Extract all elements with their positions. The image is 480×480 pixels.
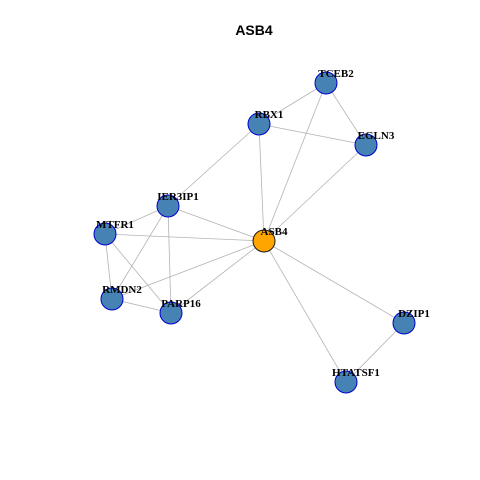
node-asb4[interactable]: ASB4 xyxy=(252,226,288,253)
node-label: ASB4 xyxy=(261,226,288,238)
node-circle xyxy=(156,194,180,218)
node-label: DZIP1 xyxy=(398,308,430,320)
node-dzip1[interactable]: DZIP1 xyxy=(392,308,430,335)
node-egln3[interactable]: EGLN3 xyxy=(354,130,395,157)
edge-tceb2-rbx1 xyxy=(258,82,327,125)
node-label: IER3IP1 xyxy=(157,191,199,203)
node-htatsf1[interactable]: HTATSF1 xyxy=(332,367,380,394)
edge-ier3ip1-parp16 xyxy=(167,205,172,314)
edge-ier3ip1-asb4 xyxy=(167,205,265,242)
node-circle xyxy=(392,311,416,335)
edge-tceb2-asb4 xyxy=(263,82,327,242)
edge-ier3ip1-rmdn2 xyxy=(111,205,169,300)
node-label: RMDN2 xyxy=(102,284,142,296)
edge-parp16-asb4 xyxy=(170,240,265,314)
node-mtfr1[interactable]: MTFR1 xyxy=(93,219,134,246)
edge-mtfr1-asb4 xyxy=(104,233,265,242)
edge-mtfr1-parp16 xyxy=(104,233,172,314)
node-label: MTFR1 xyxy=(96,219,134,231)
node-circle xyxy=(354,133,378,157)
node-layer: ASB4 TCEB2RBX1EGLN3IER3IP1MTFR1RMDN2PARP1… xyxy=(93,68,430,394)
node-circle xyxy=(252,229,276,253)
node-label: HTATSF1 xyxy=(332,367,380,379)
node-rmdn2[interactable]: RMDN2 xyxy=(100,284,142,311)
edge-rbx1-egln3 xyxy=(258,123,367,146)
edge-rbx1-ier3ip1 xyxy=(167,123,260,207)
node-circle xyxy=(100,287,124,311)
edge-asb4-dzip1 xyxy=(263,240,405,324)
edge-rmdn2-asb4 xyxy=(111,240,265,300)
node-label: PARP16 xyxy=(161,298,201,310)
edge-layer xyxy=(104,82,405,383)
node-rbx1[interactable]: RBX1 xyxy=(247,109,284,136)
edge-tceb2-egln3 xyxy=(325,82,367,146)
node-circle xyxy=(93,222,117,246)
node-circle xyxy=(159,301,183,325)
node-parp16[interactable]: PARP16 xyxy=(159,298,201,325)
edge-rbx1-asb4 xyxy=(258,123,265,242)
diagram-title: ASB4 xyxy=(235,22,273,38)
edge-dzip1-htatsf1 xyxy=(345,322,405,383)
node-circle xyxy=(314,71,338,95)
node-circle xyxy=(334,370,358,394)
edge-asb4-htatsf1 xyxy=(263,240,347,383)
node-label: EGLN3 xyxy=(358,130,395,142)
node-circle xyxy=(247,112,271,136)
node-ier3ip1[interactable]: IER3IP1 xyxy=(156,191,199,218)
node-label: TCEB2 xyxy=(318,68,354,80)
edge-egln3-asb4 xyxy=(263,144,367,242)
node-tceb2[interactable]: TCEB2 xyxy=(314,68,354,95)
node-label: RBX1 xyxy=(255,109,284,121)
